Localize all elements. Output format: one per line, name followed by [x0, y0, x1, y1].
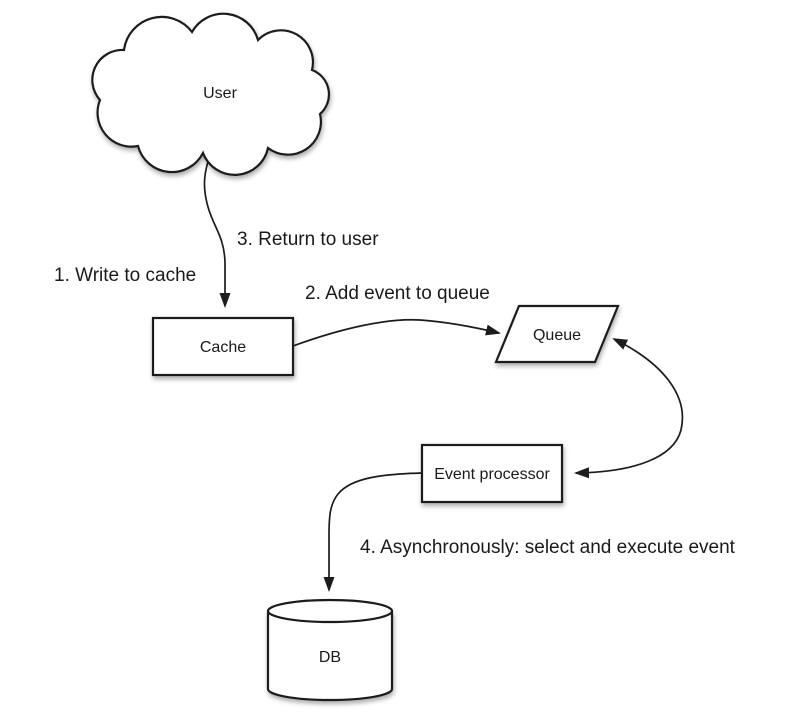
cache-node-label: Cache — [200, 339, 246, 356]
cache-box-shape — [151, 316, 295, 377]
annotation-step-3-return-to-user: 3. Return to user — [237, 229, 379, 250]
queue-node-label: Queue — [533, 327, 581, 344]
edge-queue-event-processor-bidirectional — [574, 338, 684, 479]
db-cylinder-body — [266, 611, 394, 702]
user-node-label: User — [203, 85, 237, 102]
edge-event-processor-to-db — [323, 472, 423, 592]
db-cylinder-top — [266, 598, 394, 624]
annotation-step-1-write-to-cache: 1. Write to cache — [54, 265, 196, 286]
event-processor-box-shape — [420, 443, 564, 504]
db-cylinder-shape — [266, 598, 394, 702]
user-cloud-shape — [91, 12, 331, 176]
annotation-step-4-asynchronously-select-execute: 4. Asynchronously: select and execute ev… — [360, 537, 736, 558]
event-processor-node-label: Event processor — [434, 466, 550, 483]
edge-cache-to-queue — [292, 318, 501, 347]
edge-user-to-cache — [203, 151, 231, 308]
queue-parallelogram-shape — [494, 304, 620, 364]
db-node-label: DB — [319, 649, 341, 666]
annotation-step-2-add-event-to-queue: 2. Add event to queue — [305, 283, 490, 304]
